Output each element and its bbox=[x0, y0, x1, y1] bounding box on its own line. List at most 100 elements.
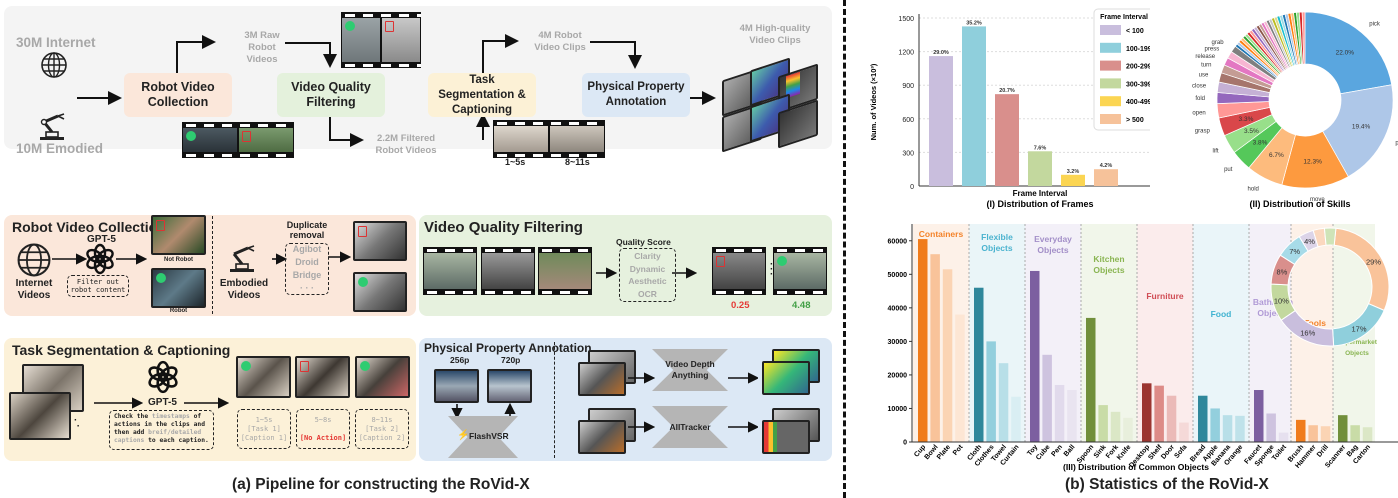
collection-detail-panel bbox=[4, 215, 416, 316]
bar bbox=[1067, 390, 1077, 442]
slice-label: grab bbox=[1212, 40, 1225, 46]
segment-caption-box: 8~11s [Task 2] [Caption 2] bbox=[355, 409, 409, 449]
track-output-frame bbox=[762, 420, 810, 454]
trash-icon bbox=[300, 361, 309, 372]
y-tick-label: 600 bbox=[902, 117, 914, 124]
criterion: Dynamic bbox=[629, 263, 666, 274]
slice-percent: 3.3% bbox=[1239, 116, 1254, 123]
criterion: Clarity bbox=[634, 251, 661, 261]
trash-icon bbox=[242, 131, 251, 142]
donut-slice bbox=[1323, 227, 1337, 246]
legend-label: 200-299 bbox=[1126, 64, 1150, 71]
group-label: Objects bbox=[1345, 350, 1369, 357]
score-good: 4.48 bbox=[792, 300, 811, 311]
bar bbox=[1054, 384, 1065, 442]
accepted-clip bbox=[773, 247, 827, 295]
source-internet-label: 30M Internet bbox=[16, 35, 96, 50]
donut-label: 4% bbox=[1304, 237, 1315, 246]
filtering-detail-title: Video Quality Filtering bbox=[424, 219, 583, 236]
bar bbox=[1086, 317, 1096, 442]
bar bbox=[1222, 415, 1233, 442]
segmentation-model-label: GPT-5 bbox=[148, 397, 177, 408]
bar-value-label: 20.7% bbox=[999, 88, 1015, 94]
bar bbox=[1235, 415, 1245, 442]
check-icon bbox=[360, 361, 370, 371]
segmentation-arrows bbox=[94, 397, 230, 409]
y-tick-label: 900 bbox=[902, 83, 914, 90]
bar-value-label: 35.2% bbox=[966, 20, 982, 26]
unique-thumbnail bbox=[353, 272, 407, 312]
openai-logo-icon bbox=[86, 243, 114, 275]
robot-label: Robot bbox=[169, 308, 188, 314]
quality-criteria: Clarity Dynamic Aesthetic OCR bbox=[619, 248, 676, 302]
x-tick-label: Door bbox=[1160, 444, 1176, 461]
bar bbox=[1042, 354, 1052, 442]
stage-physical-property-annotation: Physical Property Annotation bbox=[582, 73, 690, 117]
y-tick-label: 20000 bbox=[888, 372, 908, 379]
duplicate-thumbnail bbox=[353, 221, 407, 261]
stage-robot-video-collection: Robot Video Collection bbox=[124, 73, 232, 117]
segment-caption-box: 5~8s [No Action] bbox=[296, 409, 350, 449]
chart-title: (I) Distribution of Frames bbox=[986, 199, 1093, 209]
segment-time: 5~8s bbox=[314, 415, 332, 424]
y-tick-label: 1500 bbox=[898, 16, 914, 23]
criterion: Aesthetic bbox=[628, 276, 667, 286]
y-tick-label: 300 bbox=[902, 150, 914, 157]
bar bbox=[1338, 415, 1348, 442]
input-clip bbox=[481, 247, 535, 295]
prompt-text: of actions in the clips and then add bbox=[114, 413, 205, 436]
input-frame bbox=[9, 392, 71, 440]
check-icon bbox=[345, 21, 355, 31]
donut-label: 10% bbox=[1274, 297, 1289, 306]
dataset-item: Droid bbox=[295, 257, 319, 267]
segmentation-detail-title: Task Segmentation & Captioning bbox=[12, 342, 231, 358]
slice-label: move bbox=[1310, 197, 1325, 203]
slice-percent: 6.7% bbox=[1269, 152, 1284, 159]
y-tick-label: 60000 bbox=[888, 238, 908, 245]
segment-caption: [Caption 1] bbox=[240, 433, 288, 442]
bar bbox=[1154, 385, 1164, 442]
y-axis-label: Num. of Videos (×10³) bbox=[869, 63, 878, 140]
collection-detail-title: Robot Video Collection bbox=[12, 219, 166, 235]
bar bbox=[995, 94, 1019, 186]
y-tick-label: 0 bbox=[910, 184, 914, 191]
bar bbox=[1210, 408, 1220, 442]
filter-note: Filter out robot content bbox=[67, 275, 129, 297]
bar bbox=[974, 287, 984, 442]
x-tick-label: Sink bbox=[1093, 444, 1108, 460]
filmstrip-collection bbox=[182, 122, 294, 158]
slice-label: use bbox=[1199, 72, 1209, 78]
legend-swatch bbox=[1100, 42, 1121, 53]
bar bbox=[1278, 432, 1289, 442]
bar bbox=[942, 269, 953, 442]
y-tick-label: 0 bbox=[903, 440, 907, 447]
filmstrip-filtering bbox=[341, 12, 421, 68]
depth-output-frame bbox=[762, 361, 810, 395]
bar bbox=[962, 26, 986, 187]
annotation-detail-title: Physical Property Annotation bbox=[424, 341, 592, 355]
not-robot-thumbnail bbox=[151, 215, 206, 255]
globe-icon bbox=[41, 52, 67, 78]
slice-label: release bbox=[1195, 54, 1215, 60]
bar bbox=[1028, 151, 1052, 186]
bar bbox=[930, 254, 940, 442]
clip-time-2: 8~11s bbox=[565, 157, 590, 167]
slice-label: grasp bbox=[1195, 129, 1211, 135]
collection-arrows bbox=[52, 251, 352, 265]
segment-task: [Task 2] bbox=[365, 424, 399, 433]
slice-label: press bbox=[1205, 47, 1220, 53]
donut-label: 7% bbox=[1289, 247, 1300, 256]
bar-value-label: 4.2% bbox=[1100, 163, 1113, 169]
slice-percent: 3.5% bbox=[1244, 128, 1259, 135]
skills-distribution-chart: pick22.0%place19.4%move12.3%hold6.7%put3… bbox=[1192, 11, 1398, 209]
stage-task-segmentation: Task Segmentation & Captioning bbox=[428, 73, 536, 117]
stage-video-quality-filtering: Video Quality Filtering bbox=[277, 73, 385, 117]
bar bbox=[1320, 426, 1331, 442]
x-axis-label: Frame Interval bbox=[1013, 189, 1068, 198]
bar bbox=[1098, 405, 1108, 442]
legend-label: 100-199 bbox=[1126, 46, 1150, 53]
openai-logo-icon bbox=[148, 360, 178, 394]
group-label: Objects bbox=[1037, 245, 1068, 255]
res-high-label: 720p bbox=[501, 355, 521, 365]
